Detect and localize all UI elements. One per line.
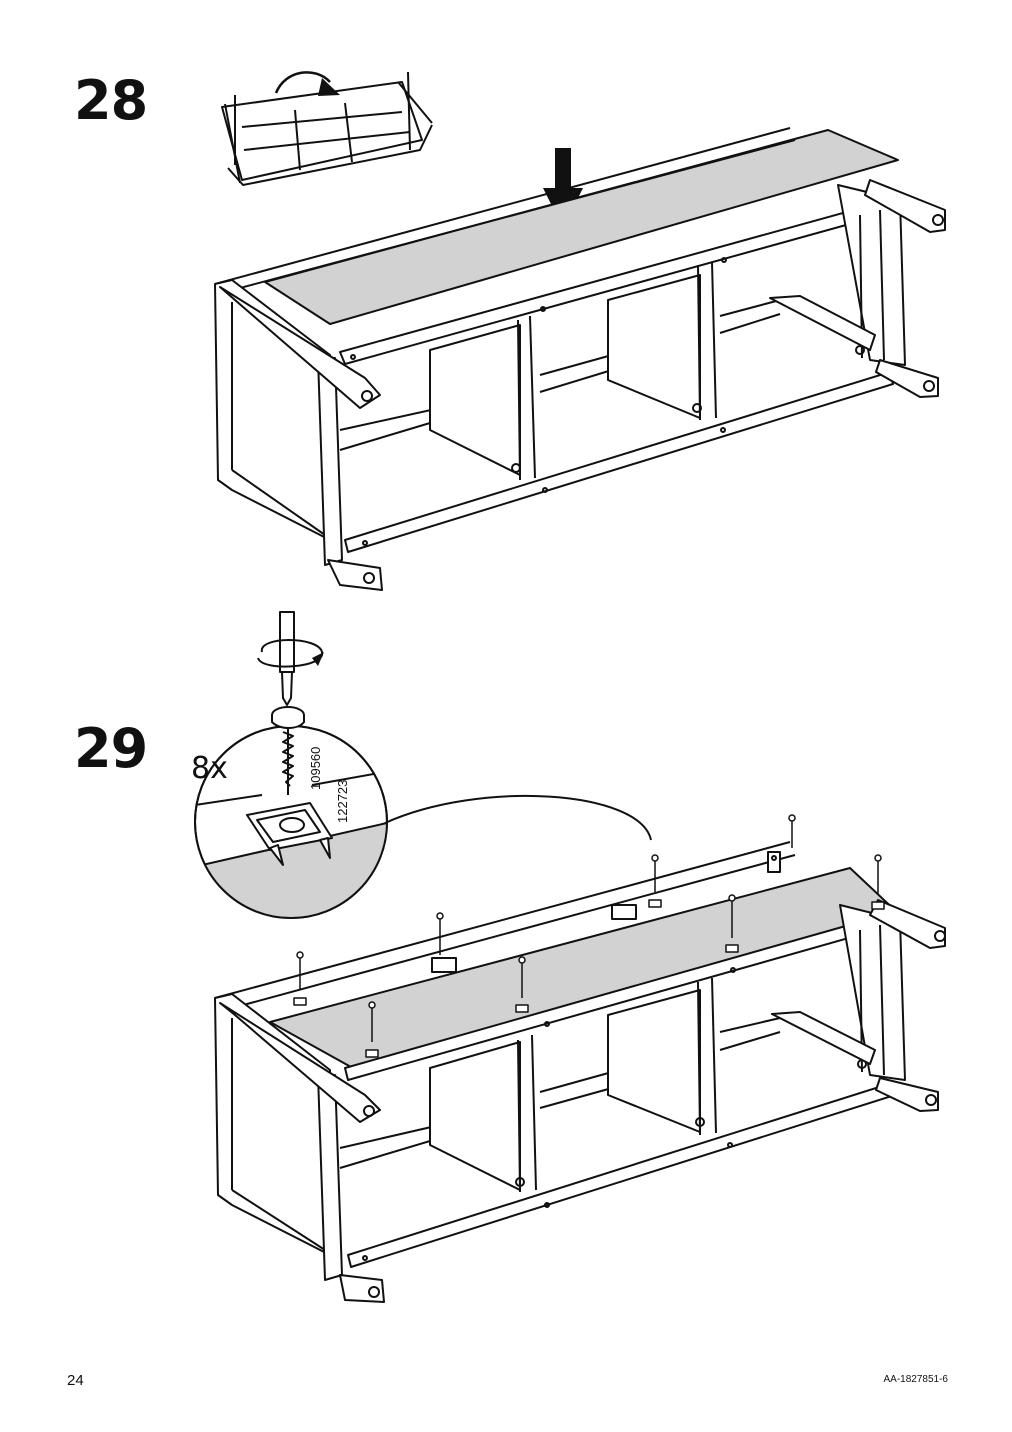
step-number-28: 28 bbox=[74, 69, 148, 132]
bench-step29 bbox=[214, 814, 946, 1303]
document-code: AA-1827851-6 bbox=[883, 1374, 949, 1385]
screwdriver-icon bbox=[257, 611, 324, 706]
step-number-29: 29 bbox=[74, 717, 148, 780]
flip-thumbnail bbox=[221, 71, 433, 186]
bench-step28 bbox=[214, 127, 946, 591]
screw-part-code: 109560 bbox=[308, 746, 323, 790]
clip-fitting-icon bbox=[246, 802, 333, 866]
clip-part-code: 122723 bbox=[335, 779, 350, 823]
quantity-label: 8x bbox=[191, 751, 228, 786]
page-number: 24 bbox=[67, 1372, 84, 1389]
rotate-arrow-icon bbox=[274, 71, 340, 96]
screw-icon bbox=[271, 706, 305, 795]
